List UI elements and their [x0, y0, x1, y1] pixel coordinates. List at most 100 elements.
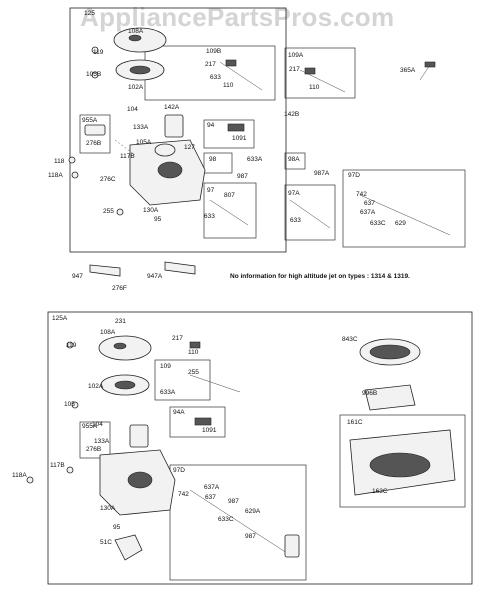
part-labels: 125 108A 109B 109A 365A 119 105B 217 633… — [12, 10, 416, 546]
part-label: 276B — [86, 446, 101, 453]
part-label: 95 — [113, 524, 121, 531]
part-label: 98 — [209, 156, 217, 163]
box-97d — [342, 169, 466, 248]
part-label: 118A — [48, 172, 63, 179]
part-label: 97D — [348, 172, 360, 179]
part-label: 118 — [54, 158, 65, 165]
part-label: 633C — [218, 516, 234, 523]
part-label: 97D — [173, 467, 185, 474]
part-label: 118A — [12, 472, 27, 479]
part-label: 947A — [147, 273, 163, 280]
upper-carburetor-parts — [68, 27, 451, 277]
part-label: 94A — [173, 409, 185, 416]
box-94 — [203, 119, 255, 149]
part-label: 633 — [210, 74, 221, 81]
part-label: 217 — [205, 61, 216, 68]
part-label: 996B — [362, 390, 377, 397]
part-label: 94 — [207, 122, 215, 129]
altitude-jet-note: No information for high altitude jet on … — [230, 273, 410, 280]
part-label: 987 — [245, 533, 256, 540]
part-label: 633A — [160, 389, 176, 396]
part-label: 231 — [115, 318, 126, 325]
part-label: 102A — [128, 84, 144, 91]
part-label: 742 — [356, 191, 367, 198]
part-label: 104 — [92, 421, 103, 428]
part-label: 843C — [342, 336, 358, 343]
part-label: 105A — [136, 139, 152, 146]
box-98a — [284, 152, 306, 170]
part-label: 987 — [237, 173, 248, 180]
lower-carburetor-parts — [26, 335, 456, 561]
box-955a — [79, 114, 111, 154]
frame-125 — [69, 7, 287, 253]
box-109a — [284, 47, 356, 99]
part-label: 125 — [84, 10, 95, 17]
box-97a — [284, 184, 336, 241]
part-label: 947 — [72, 273, 83, 280]
frame-125a — [47, 311, 473, 585]
part-label: 108A — [100, 329, 116, 336]
part-label: 633 — [290, 217, 301, 224]
part-label: 119 — [66, 342, 77, 349]
part-label: 633 — [204, 213, 215, 220]
part-label: 629A — [245, 508, 261, 515]
part-label: 637 — [205, 494, 216, 501]
part-label: 108A — [128, 28, 144, 35]
part-label: 97 — [207, 187, 215, 194]
part-label: 125A — [52, 315, 68, 322]
box-98 — [203, 152, 233, 174]
part-label: 130A — [100, 505, 116, 512]
part-label: 105B — [86, 71, 101, 78]
box-109 — [154, 359, 211, 401]
box-97 — [203, 182, 257, 239]
part-label: 161C — [347, 419, 363, 426]
part-label: 119 — [93, 49, 104, 56]
part-label: 1091 — [202, 427, 217, 434]
part-label: 117B — [50, 462, 65, 469]
part-label: 987A — [314, 170, 330, 177]
part-label: 109 — [160, 363, 171, 370]
part-label: 95 — [154, 216, 162, 223]
part-label: 365A — [400, 67, 416, 74]
part-label: 955A — [82, 117, 98, 124]
part-label: 637A — [204, 484, 220, 491]
part-label: 255 — [188, 369, 199, 376]
part-label: 217 — [289, 66, 300, 73]
part-label: 276B — [86, 140, 101, 147]
part-label: 255 — [103, 208, 114, 215]
part-label: 637 — [364, 200, 375, 207]
part-label: 633C — [370, 220, 386, 227]
part-label: 133A — [94, 438, 110, 445]
box-97d-lower — [169, 464, 307, 581]
part-label: 110 — [309, 84, 320, 91]
part-label: 51C — [100, 539, 112, 546]
watermark: AppliancePartsPros.com — [80, 2, 395, 32]
part-label: 109A — [288, 52, 304, 59]
part-label: 742 — [178, 491, 189, 498]
part-label: 637A — [360, 209, 376, 216]
part-label: 142B — [284, 111, 299, 118]
part-label: 142A — [164, 104, 180, 111]
part-label: 217 — [172, 335, 183, 342]
box-94a — [169, 406, 226, 438]
part-label: 163C — [372, 488, 388, 495]
part-label: 105 — [64, 401, 75, 408]
part-label: 987 — [228, 498, 239, 505]
part-label: 807 — [224, 192, 235, 199]
part-label: 955A — [82, 423, 98, 430]
part-label: 104 — [127, 106, 138, 113]
part-label: 97A — [288, 190, 300, 197]
part-label: 1091 — [232, 135, 247, 142]
part-label: 117B — [120, 153, 135, 160]
part-label: 276C — [100, 176, 116, 183]
part-label: 110 — [223, 82, 234, 89]
part-label: 102A — [88, 383, 104, 390]
part-label: 98A — [288, 156, 300, 163]
box-955a-lower — [79, 421, 111, 459]
part-label: 629 — [395, 220, 406, 227]
part-label: 127 — [184, 144, 195, 151]
part-label: 130A — [143, 207, 159, 214]
box-161c — [339, 414, 466, 508]
part-label: 276F — [112, 285, 127, 292]
